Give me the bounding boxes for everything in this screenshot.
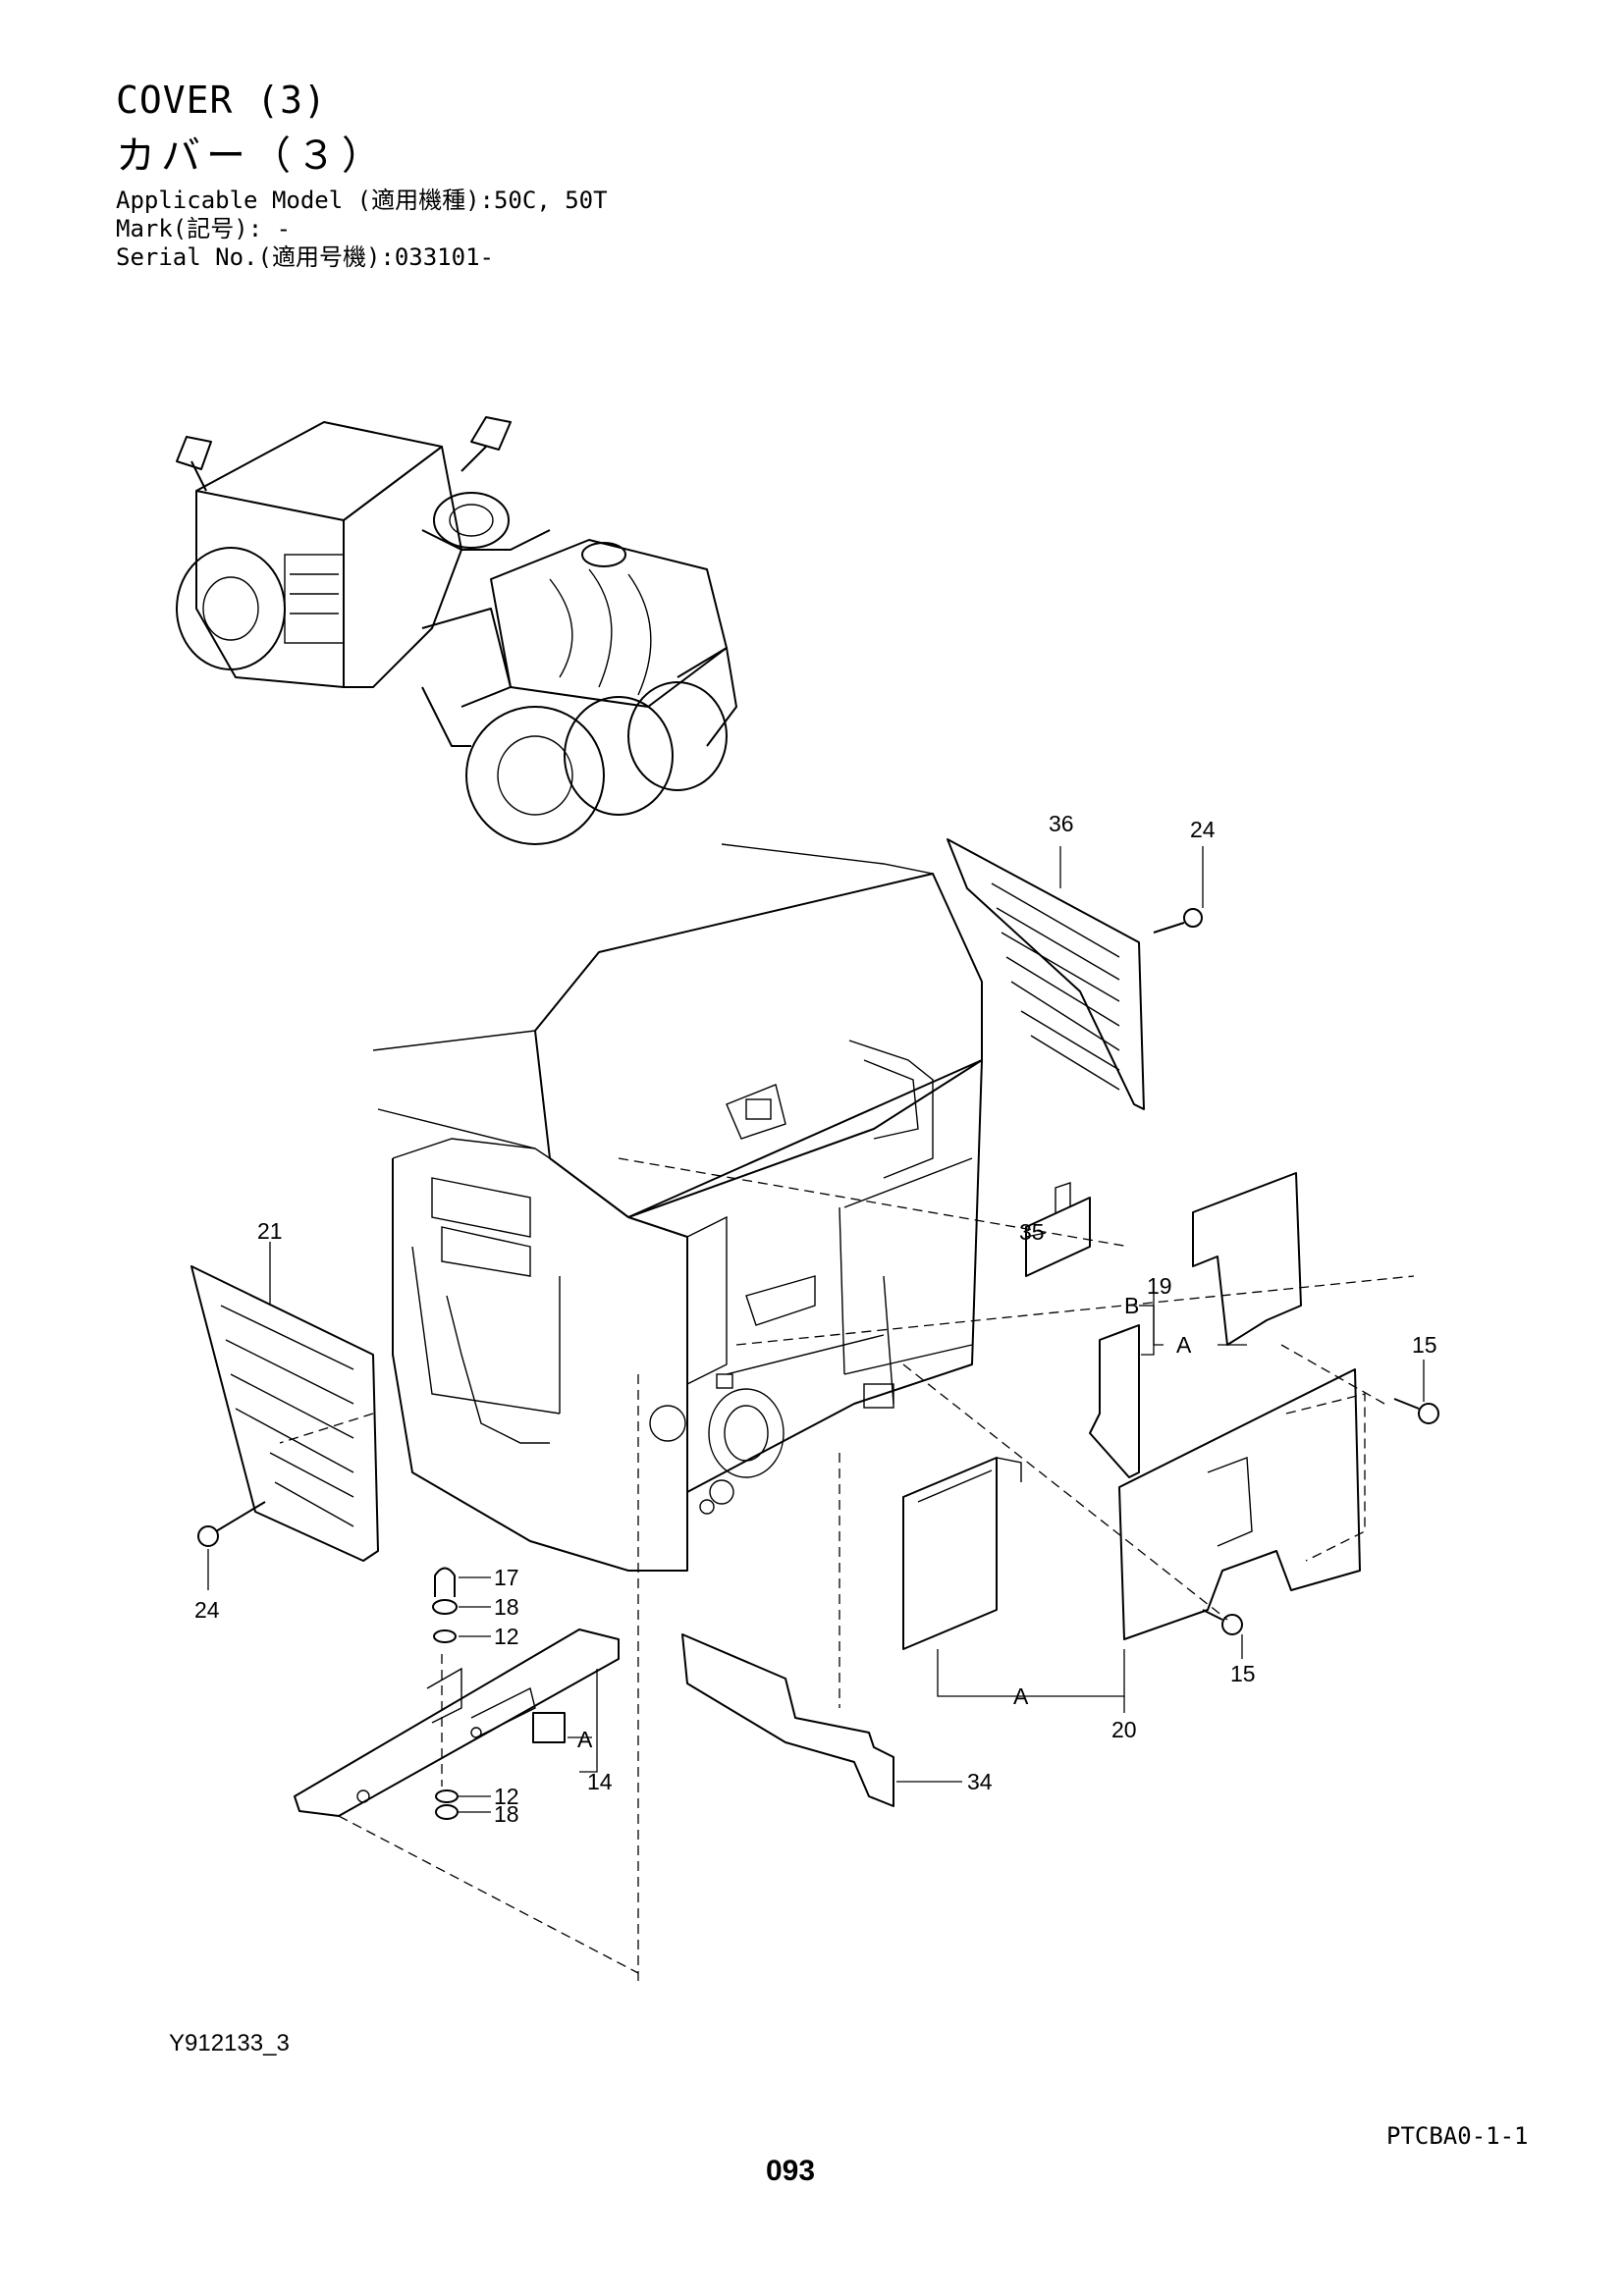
part-36-louver-grille xyxy=(947,838,1145,1110)
fastener-bolt-24-top xyxy=(1153,908,1203,934)
fastener-nut-washer-lower xyxy=(435,1789,459,1820)
callout-15-right: 15 xyxy=(1412,1332,1437,1358)
part-35-spacer xyxy=(1025,1182,1091,1277)
callout-18-bottom: 18 xyxy=(494,1801,519,1827)
fastener-bolt-15-low xyxy=(1202,1609,1243,1635)
part-14-bracket xyxy=(294,1629,620,1817)
callout-19: 19 xyxy=(1147,1273,1172,1299)
fastener-bolt-24-left xyxy=(197,1501,266,1547)
callout-36: 36 xyxy=(1049,811,1074,836)
callout-A-14: A xyxy=(577,1727,593,1752)
part-19-seal xyxy=(1089,1324,1140,1478)
machine-body-outline xyxy=(372,843,983,1572)
mark-line: Mark(記号): - xyxy=(116,215,292,242)
title-english: COVER (3) xyxy=(116,79,327,122)
part-foam-block xyxy=(902,1457,1022,1650)
fastener-bolt-15-right xyxy=(1393,1398,1439,1424)
drawing-number: Y912133_3 xyxy=(169,2030,290,2056)
callout-12-top: 12 xyxy=(494,1624,519,1649)
callout-18-top: 18 xyxy=(494,1594,519,1620)
callout-A-20: A xyxy=(1013,1683,1029,1709)
fastener-u-bolt-17 xyxy=(432,1567,458,1643)
callout-35: 35 xyxy=(1019,1219,1045,1245)
callout-21: 21 xyxy=(257,1218,283,1244)
page-number: 093 xyxy=(766,2155,816,2187)
applicable-model: Applicable Model (適用機種):50C, 50T xyxy=(116,187,608,214)
page-code: PTCBA0-1-1 xyxy=(1386,2122,1529,2150)
callout-24-left: 24 xyxy=(194,1597,220,1623)
callout-14: 14 xyxy=(587,1769,613,1794)
machine-overview-illustration xyxy=(176,416,737,845)
serial-number: Serial No.(適用号機):033101- xyxy=(116,243,494,271)
title-japanese: カバー（３） xyxy=(116,133,387,179)
callout-24-top: 24 xyxy=(1190,817,1216,842)
callout-20: 20 xyxy=(1111,1717,1137,1742)
callout-12-bottom: 12 xyxy=(494,1784,519,1809)
part-plate-upper xyxy=(1192,1172,1302,1346)
leader-lines xyxy=(207,846,1425,1983)
part-34-bottom-seal xyxy=(681,1633,894,1807)
callout-15-low: 15 xyxy=(1230,1661,1256,1686)
callout-A-19: A xyxy=(1176,1332,1192,1358)
part-21-louver-grille xyxy=(190,1265,379,1562)
part-20-bracket-plate xyxy=(1118,1368,1366,1640)
callout-17: 17 xyxy=(494,1565,519,1590)
callout-34: 34 xyxy=(967,1769,993,1794)
callout-B: B xyxy=(1124,1293,1139,1318)
